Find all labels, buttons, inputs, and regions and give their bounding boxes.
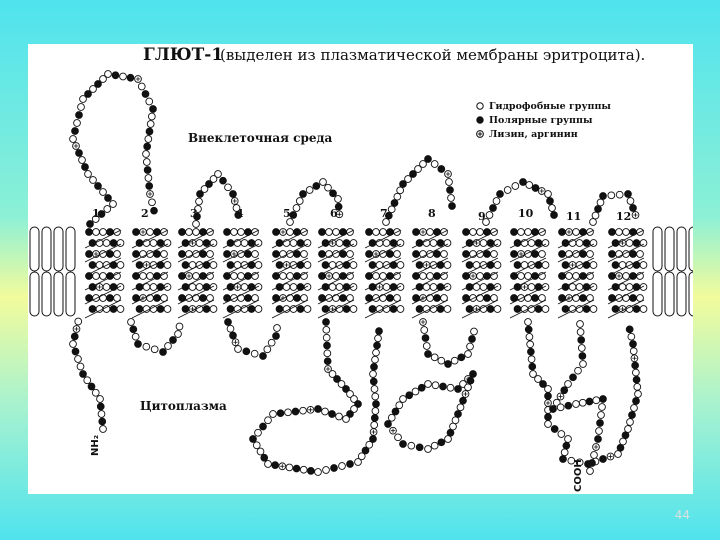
title-main: ГЛЮТ-1 [143, 45, 223, 65]
helix-label-2: 2 [141, 207, 149, 220]
helix-label-4: 4 [236, 207, 244, 220]
helix-label-10: 10 [518, 207, 534, 220]
helix-label-3: 3 [190, 207, 198, 220]
helix-label-8: 8 [428, 207, 436, 220]
helix-label-6: 6 [330, 207, 338, 220]
helix-label-5: 5 [283, 207, 291, 220]
helix-label-1: 1 [92, 207, 100, 220]
legend-open-circle-icon [476, 102, 484, 110]
transmembrane-helices [84, 228, 648, 319]
legend-label-lys-arg: Лизин, аргинин [489, 129, 578, 140]
helix-label-11: 11 [566, 210, 581, 223]
page-number: 44 [674, 508, 690, 522]
glut1-topology-diagram: ГЛЮТ-1 (выделен из плазматической мембра… [29, 45, 693, 492]
slide-frame: ГЛЮТ-1 (выделен из плазматической мембра… [28, 44, 693, 494]
membrane-lipids-right [652, 226, 693, 317]
title-sub: (выделен из плазматической мембраны эрит… [220, 46, 645, 64]
legend-filled-circle-icon [476, 116, 484, 124]
helix-label-9: 9 [478, 210, 486, 223]
helix-label-12: 12 [616, 210, 631, 223]
region-label-cytoplasm: Цитоплазма [140, 399, 227, 413]
c-terminus-label: COOH [573, 459, 584, 492]
helix-label-7: 7 [380, 207, 388, 220]
membrane-lipids-left [29, 226, 76, 317]
region-label-extracellular: Внеклеточная среда [188, 131, 332, 145]
legend: Гидрофобные группы Полярные группы Лизин… [476, 101, 611, 140]
n-terminus-label: NH₂ [90, 435, 101, 456]
legend-label-hydrophobic: Гидрофобные группы [489, 101, 611, 112]
legend-label-polar: Полярные группы [489, 115, 593, 126]
legend-plus-mark [477, 131, 483, 137]
protein-chain [69, 70, 642, 476]
